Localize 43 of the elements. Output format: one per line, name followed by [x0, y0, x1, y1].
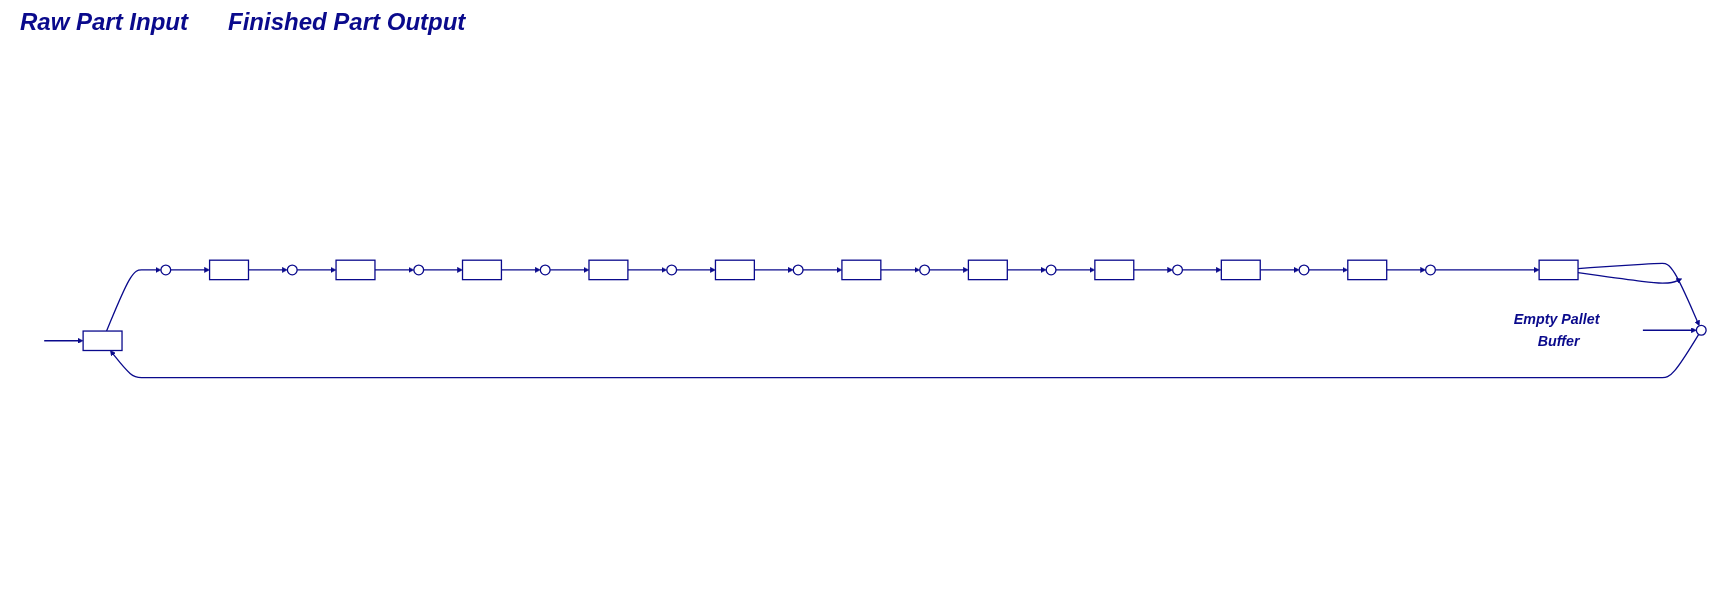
- arrow: [880, 267, 920, 273]
- note-text: Raw Part Input: [20, 8, 188, 36]
- node-box: [461, 259, 503, 281]
- arrow: [675, 267, 716, 273]
- node-circle: [1172, 264, 1184, 276]
- node-text: Empty Pallet Buffer: [1513, 311, 1600, 350]
- note-text: Finished Part Output: [228, 8, 466, 36]
- node-box: [335, 259, 376, 281]
- node-circle: [919, 264, 931, 276]
- arrow: [1181, 267, 1222, 273]
- arrow: [928, 267, 969, 273]
- node-circle: [1298, 264, 1310, 276]
- arrow: [110, 333, 1700, 379]
- arrow: [1386, 267, 1426, 273]
- arrow: [374, 267, 415, 273]
- node-circle: [792, 264, 804, 276]
- node-circle: [413, 264, 425, 276]
- arrow: [1133, 267, 1173, 273]
- node-circle: [1424, 264, 1436, 276]
- arrow: [43, 338, 84, 344]
- node-box: [714, 259, 755, 281]
- arrow: [1642, 327, 1697, 334]
- arrow: [105, 267, 162, 332]
- node-box: [1220, 259, 1261, 281]
- arrow: [296, 267, 337, 273]
- node-circle: [160, 264, 172, 276]
- node-box: [208, 259, 250, 281]
- arrow: [170, 267, 210, 273]
- node-box: [841, 259, 882, 281]
- node-box: [1094, 259, 1135, 281]
- node-circle: [539, 264, 551, 276]
- node-circle: [666, 264, 678, 276]
- arrow: [1434, 267, 1540, 273]
- node-box: [82, 330, 123, 352]
- node-box: [967, 259, 1008, 281]
- node-circle: [1045, 264, 1057, 276]
- node-box: [588, 259, 629, 281]
- arrow: [422, 267, 463, 273]
- node-box: [1347, 259, 1388, 281]
- node-circle: [1695, 324, 1707, 336]
- node-box: [1538, 259, 1579, 281]
- arrow: [627, 267, 668, 273]
- node-circle: [286, 264, 298, 276]
